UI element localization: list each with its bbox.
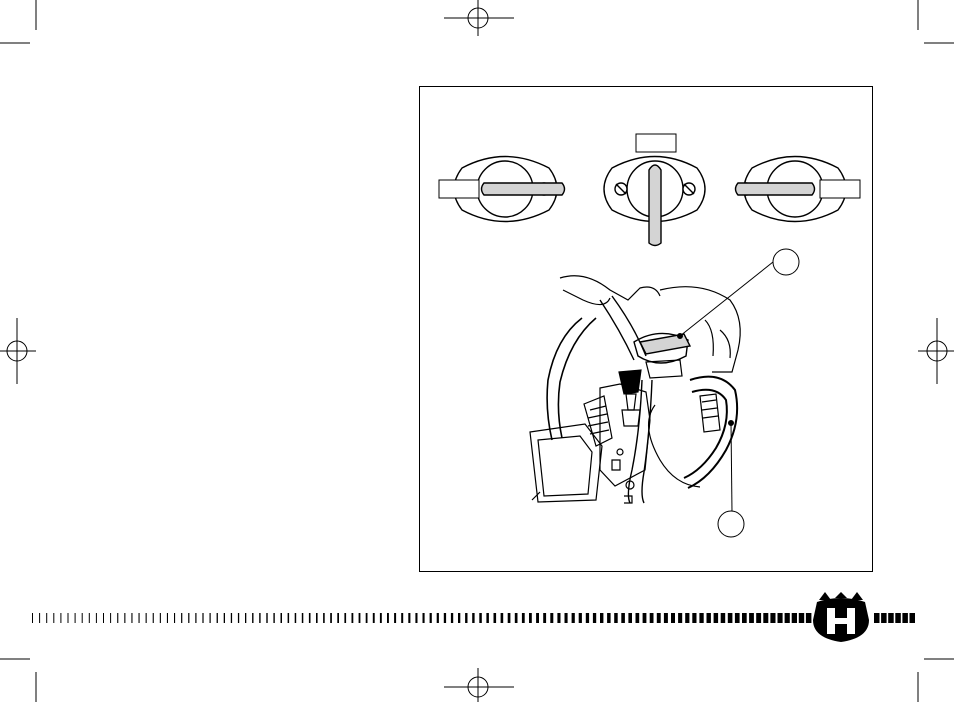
husqvarna-h-crown-logo xyxy=(0,0,954,702)
